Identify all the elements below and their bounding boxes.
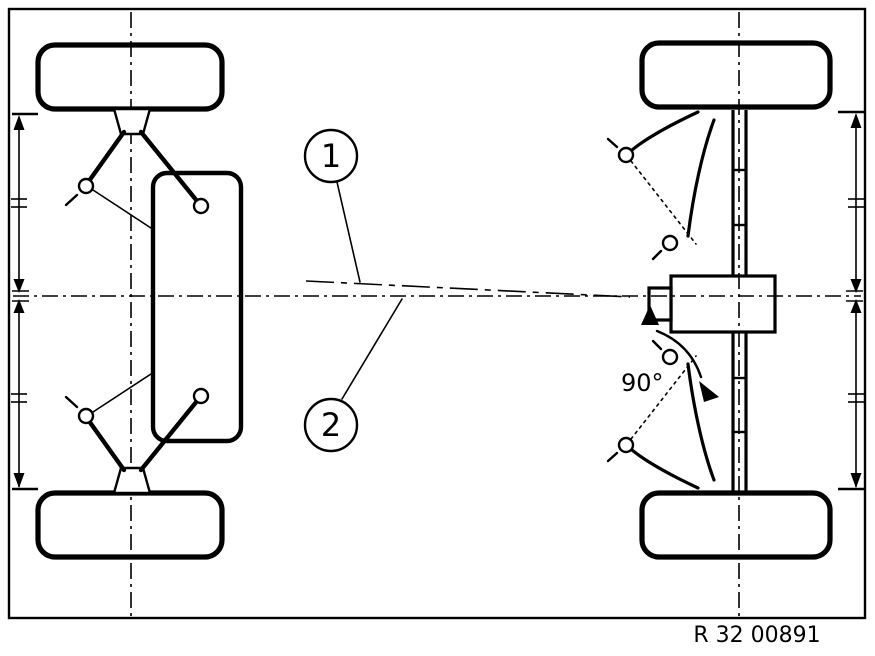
front-lower-link [92,371,155,413]
front-upper-bolt-inner [192,197,210,215]
rear-upper-arm-a [630,110,700,152]
front-lower-hub [112,466,152,495]
front-lower-arm-inner [138,398,200,473]
right-arrowhead-bottom [850,473,862,488]
front-right-wheel [35,490,225,560]
callout-2-circle [303,397,359,453]
rear-lower-bolt-slash-b [651,339,663,351]
front-upper-hub [112,107,152,136]
angle-label: 90° [621,369,664,397]
left-arrowhead-bottom [13,473,25,488]
rear-upper-construction-line [630,160,697,245]
front-subframe [150,170,244,444]
rear-upper-bolt-b [661,234,679,252]
callout-2: 2 [303,298,403,453]
front-upper-link [92,189,155,231]
callout-1-label: 1 [321,137,341,175]
front-lower-bolt-slash [64,395,79,409]
thrust-axis-line [305,280,631,298]
left-arrowhead-center-lower [13,299,25,313]
callout-1-circle [303,128,359,184]
front-lower-arm-outer [86,418,127,473]
rear-upper-bolt-slash-a [606,137,619,149]
callout-1: 1 [303,128,361,283]
rear-axle [606,12,833,616]
right-arrowhead-center-upper [850,279,862,293]
left-arrowhead-center-upper [13,279,25,293]
rear-upper-arm-b [686,118,716,238]
right-arrowhead-top [850,113,862,128]
angle-arrow-right [699,381,719,402]
rear-lower-bolt-b [661,348,679,366]
measurement-right [838,110,864,491]
front-upper-arm-outer [86,129,127,184]
reference-code: R 32 00891 [693,623,820,648]
rear-lower-bolt-slash-a [606,451,619,463]
rear-lower-arm-a [630,448,700,490]
angle-arrow-up [641,305,659,325]
rear-lower-arm-b [686,362,716,482]
front-upper-arm-inner [138,129,200,204]
measurement-left [11,112,38,491]
front-axle [35,12,244,616]
right-arrowhead-center-lower [850,299,862,313]
front-lower-bolt-inner [192,387,210,405]
front-upper-bolt-slash [64,193,79,207]
front-lower-bolt-outer [77,407,95,425]
callout-2-label: 2 [321,406,341,444]
callout-1-leader [336,181,361,283]
differential-housing [669,274,777,334]
rear-lower-bolt-a [617,436,635,454]
rear-upper-bolt-a [617,146,635,164]
callout-2-leader [341,298,403,400]
front-left-wheel [35,42,225,112]
rear-upper-bolt-slash-b [651,249,663,261]
left-arrowhead-top [13,115,25,130]
figure-border [7,7,867,620]
angle-arc [655,329,703,379]
rear-right-wheel [639,490,833,560]
angle-annotation: 90° [621,305,719,402]
front-upper-bolt-outer [77,177,95,195]
rear-left-wheel [639,40,833,110]
axis-lines [13,280,861,298]
